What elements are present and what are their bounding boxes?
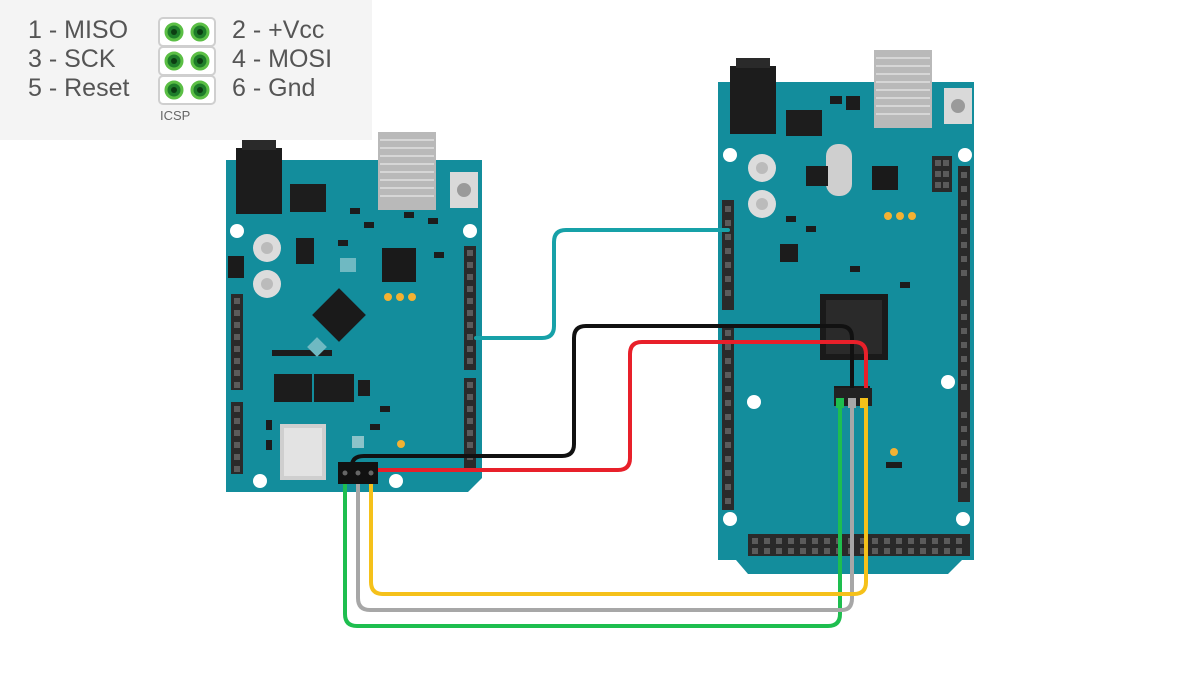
pin-label-mosi: 4 - MOSI xyxy=(232,45,333,73)
arduino-uno-board xyxy=(226,132,482,492)
mega-usb-chip xyxy=(872,166,898,190)
mega-power-header xyxy=(722,200,734,310)
pin-label-reset: 5 - Reset xyxy=(28,74,130,102)
pin-label-vcc: 2 - +Vcc xyxy=(232,16,325,44)
icsp-header-icon xyxy=(158,17,216,105)
uno-power-header xyxy=(231,294,243,390)
teal-wire xyxy=(474,228,730,340)
uno-analog-header xyxy=(231,402,243,474)
icsp-pinout-legend: 1 - MISO 3 - SCK 5 - Reset 2 - +Vcc 4 - … xyxy=(0,0,372,140)
pin-label-miso: 1 - MISO xyxy=(28,16,129,44)
red-wire xyxy=(364,340,868,472)
gray-wire xyxy=(356,398,854,612)
pin-label-sck: 3 - SCK xyxy=(28,45,116,73)
green-wire xyxy=(343,398,842,628)
black-wire xyxy=(350,324,854,468)
mega-icsp-pins xyxy=(834,388,872,408)
arduino-mega-board xyxy=(718,50,974,574)
dc-jack xyxy=(236,148,282,214)
mega-dc-jack xyxy=(730,66,776,134)
icsp-caption: ICSP xyxy=(160,108,191,123)
usb-chip xyxy=(382,248,416,282)
microcontroller-chip xyxy=(312,288,366,342)
yellow-wire xyxy=(369,398,868,596)
uno-icsp-connector xyxy=(338,462,378,484)
wires xyxy=(343,228,868,628)
pin-label-gnd: 6 - Gnd xyxy=(232,74,316,102)
